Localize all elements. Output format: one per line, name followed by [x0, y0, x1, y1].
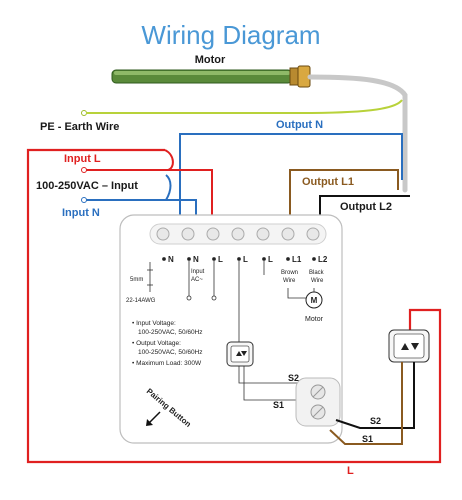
- input-n-bridge: [165, 174, 172, 201]
- spec-line: 100-250VAC, 50/60Hz: [138, 349, 203, 356]
- terminal-label: L2: [318, 255, 328, 264]
- pe-earth-label: PE - Earth Wire: [40, 121, 119, 133]
- motor-tube-icon: [111, 65, 311, 88]
- terminal-label: N: [193, 255, 199, 264]
- motor-symbol-label: Motor: [305, 316, 324, 323]
- external-switch-icon[interactable]: [388, 329, 430, 363]
- motor-symbol-icon: M: [305, 291, 323, 309]
- brown-wire-note-2: Wire: [283, 278, 296, 284]
- input-voltage-label: 100-250VAC – Input: [36, 180, 138, 192]
- s2-line: [238, 366, 300, 384]
- spec-line: • Output Voltage:: [132, 340, 181, 347]
- input-l-bridge: [164, 149, 174, 171]
- strip-length-note: 5mm: [130, 277, 143, 283]
- input-l-label: Input L: [64, 153, 101, 165]
- s1-label-outer: S1: [362, 434, 373, 444]
- s1-label-inner: S1: [273, 400, 284, 410]
- black-wire-note-1: Black: [309, 270, 325, 276]
- diagram-title: Wiring Diagram: [141, 20, 320, 50]
- brown-wire-note-1: Brown: [281, 270, 298, 276]
- motor-label: Motor: [195, 54, 226, 66]
- pe-earth-wire: [86, 99, 403, 114]
- s2-external-wire: [335, 362, 415, 429]
- input-n-terminal: [81, 197, 87, 203]
- svg-text:M: M: [311, 296, 318, 305]
- black-wire-note-2: Wire: [311, 278, 324, 284]
- s2-label-outer: S2: [370, 416, 381, 426]
- output-l1-wire: [289, 169, 399, 215]
- output-l1-label: Output L1: [302, 176, 354, 188]
- spec-list: • Input Voltage: 100-250VAC, 50/60Hz • O…: [132, 320, 203, 367]
- s2-label-inner: S2: [288, 373, 299, 383]
- terminal-label: L: [243, 255, 248, 264]
- input-ac-note-2: AC~: [191, 277, 203, 283]
- terminal-label: N: [168, 255, 174, 264]
- output-n-wire: [179, 133, 403, 215]
- input-l-wire: [86, 169, 213, 215]
- internal-wiring: [162, 257, 322, 360]
- spec-line: • Maximum Load: 300W: [132, 360, 202, 367]
- switch-connector: [295, 377, 341, 427]
- terminal-labels: N N L L L L1 L2: [168, 255, 328, 264]
- input-ac-note-1: Input: [191, 269, 205, 275]
- up-down-switch-icon[interactable]: [226, 341, 254, 367]
- gauge-note: 22-14AWG: [126, 298, 156, 304]
- terminal-label: L: [268, 255, 273, 264]
- terminal-label: L: [218, 255, 223, 264]
- module-body: [119, 214, 343, 444]
- s1-external-wire: [329, 362, 403, 445]
- arrow-head: [146, 419, 153, 426]
- motor-cable: [307, 74, 408, 193]
- spec-line: • Input Voltage:: [132, 320, 176, 327]
- terminal-label: L1: [292, 255, 302, 264]
- outer-l-wire: [26, 148, 442, 464]
- output-n-label: Output N: [276, 119, 323, 131]
- terminal-block: [149, 223, 327, 245]
- input-n-wire: [86, 199, 197, 215]
- pe-terminal: [81, 110, 87, 116]
- input-n-label: Input N: [62, 207, 100, 219]
- output-l2-wire: [319, 195, 410, 215]
- strip-length-indicator: [147, 262, 153, 292]
- l-bottom-label: L: [347, 465, 354, 477]
- input-l-terminal: [81, 167, 87, 173]
- spec-line: 100-250VAC, 50/60Hz: [138, 329, 203, 336]
- s1-line: [243, 366, 300, 401]
- output-l2-label: Output L2: [340, 201, 392, 213]
